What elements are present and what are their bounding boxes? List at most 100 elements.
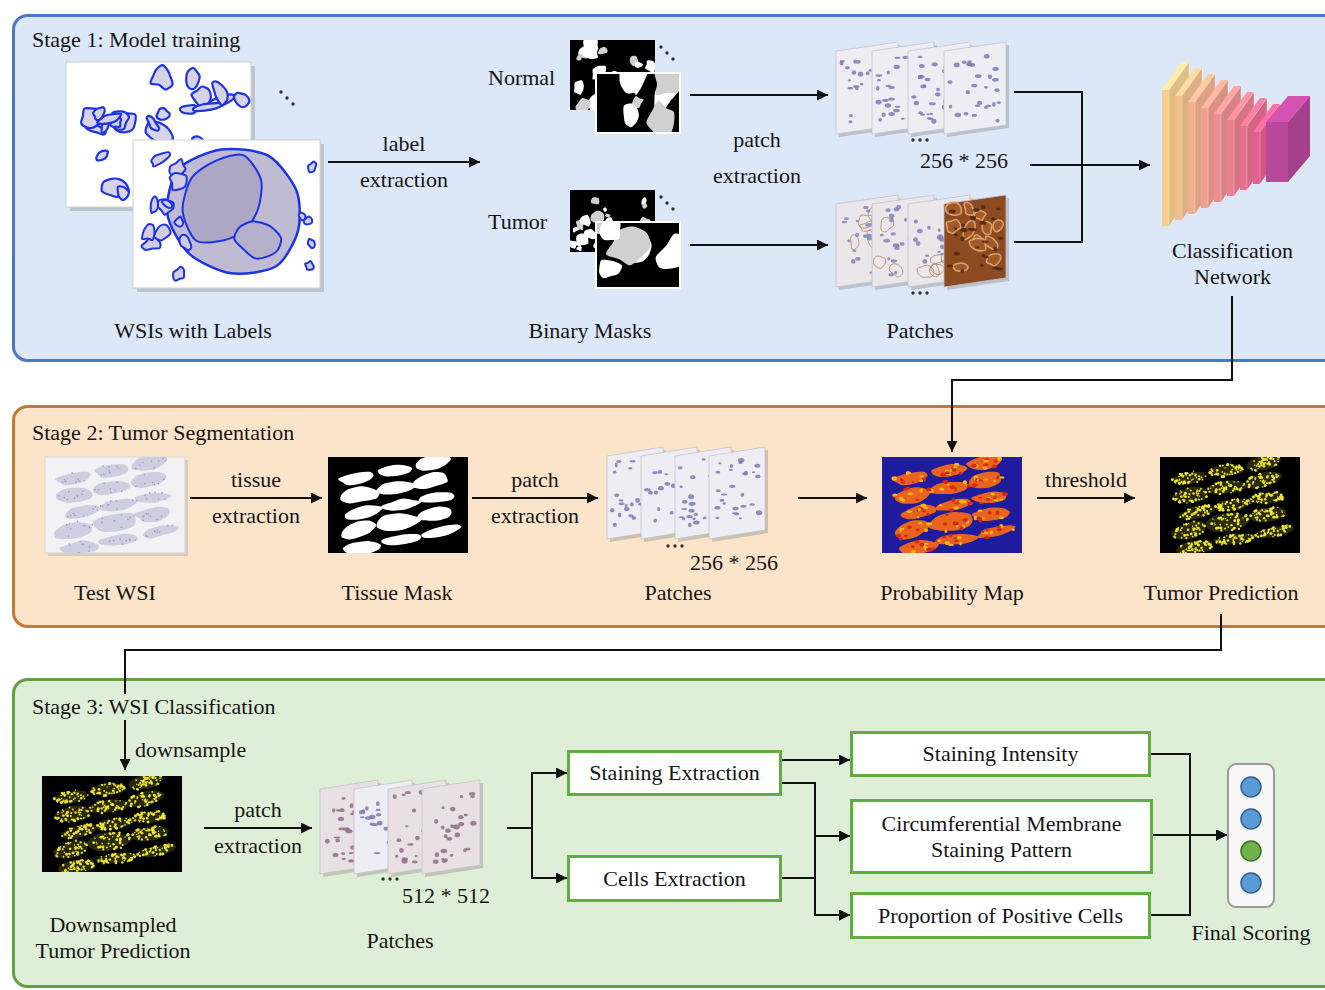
- cell-nucleus: [996, 268, 1003, 271]
- tumor-pixel: [1202, 514, 1204, 516]
- tumor-pixel: [1208, 471, 1211, 474]
- tumor-pixel: [1275, 528, 1276, 529]
- tumor-pixel: [1284, 531, 1286, 533]
- tumor-pixel: [75, 831, 77, 833]
- cell-nucleus: [325, 839, 330, 844]
- tumor-pixel: [123, 787, 125, 789]
- cell-nucleus: [893, 109, 900, 113]
- tumor-pixel: [1186, 534, 1188, 536]
- cell-nucleus: [453, 825, 460, 830]
- cell-nucleus: [866, 72, 870, 76]
- tumor-pixel: [1268, 493, 1271, 496]
- cell-nucleus: [882, 99, 889, 102]
- tumor-pixel: [1236, 537, 1238, 539]
- tissue-band: [129, 776, 164, 789]
- annotation-outline: [151, 197, 158, 213]
- tumor-pixel: [1255, 469, 1257, 471]
- cell-dot: [147, 513, 149, 515]
- tumor-pixel: [1192, 536, 1194, 538]
- tumor-pixel: [1259, 510, 1261, 512]
- probability-spot: [903, 488, 908, 491]
- tumor-pixel: [1205, 495, 1208, 498]
- tumor-pixel: [1186, 518, 1188, 520]
- tumor-pixel: [78, 800, 80, 802]
- tumor-pixel: [1263, 465, 1266, 468]
- cell-nucleus: [975, 74, 982, 78]
- tumor-pixel: [1238, 501, 1240, 503]
- cell-nucleus: [842, 221, 847, 224]
- cell-dot: [135, 486, 137, 488]
- cell-nucleus: [343, 827, 350, 831]
- tumor-pixel: [1234, 467, 1237, 470]
- tumor-pixel: [71, 827, 73, 829]
- tumor-pixel: [92, 787, 94, 789]
- cell-dot: [126, 540, 128, 542]
- tumor-pixel: [1277, 507, 1278, 508]
- cell-nucleus: [925, 254, 929, 257]
- annotation-outline: [162, 200, 172, 208]
- tumor-pixel: [80, 797, 83, 800]
- cell-nucleus: [954, 252, 960, 255]
- tumor-pixel: [92, 806, 93, 807]
- tumor-pixel: [1192, 492, 1194, 494]
- tumor-pixel: [1237, 520, 1239, 522]
- tumor-pixel: [1250, 498, 1252, 500]
- tumor-pixel: [1206, 513, 1208, 515]
- cell-nucleus: [338, 817, 344, 821]
- probability-spot: [982, 467, 987, 470]
- tumor-pixel: [1221, 471, 1223, 473]
- tumor-pixel: [1226, 519, 1228, 521]
- tumor-pixel: [1183, 524, 1185, 526]
- tumor-pixel: [142, 780, 145, 783]
- layer-face: [1175, 96, 1182, 220]
- tumor-pixel: [73, 819, 76, 822]
- cell-nucleus: [922, 259, 927, 264]
- cell-nucleus: [937, 234, 943, 238]
- probability-spot: [953, 466, 957, 469]
- tumor-pixel: [143, 776, 145, 777]
- tumor-pixel: [88, 815, 90, 817]
- tissue-band: [892, 472, 927, 486]
- cell-nucleus: [894, 207, 900, 211]
- cell-dot: [89, 546, 91, 548]
- annotation-outline: [234, 93, 249, 108]
- cell-nucleus: [966, 63, 973, 67]
- tumor-pixel: [1241, 534, 1244, 537]
- cell-dot: [78, 552, 80, 553]
- tumor-pixel: [80, 794, 82, 796]
- probability-spot: [954, 463, 959, 466]
- annotation-outline: [97, 114, 121, 124]
- cell-dot: [102, 465, 104, 467]
- cell-dot: [142, 520, 144, 522]
- cell-nucleus: [465, 848, 470, 851]
- tumor-pixel: [1196, 481, 1198, 483]
- tumor-pixel: [1289, 525, 1291, 527]
- tumor-pixel: [1240, 506, 1242, 508]
- cell-dot: [110, 500, 112, 502]
- tumor-pixel: [1264, 480, 1266, 482]
- cell-nucleus: [984, 86, 988, 89]
- tumor-pixel: [1265, 519, 1267, 521]
- tumor-pixel: [1258, 461, 1260, 463]
- cell-dot: [83, 515, 85, 517]
- cell-dot: [81, 494, 83, 496]
- cell-dot: [172, 524, 174, 526]
- probability-spot: [992, 465, 997, 469]
- mask-region: [645, 60, 655, 73]
- tumor-pixel: [1251, 536, 1254, 539]
- cell-dot: [102, 517, 104, 519]
- cell-nucleus: [939, 239, 944, 241]
- cell-nucleus: [469, 792, 475, 795]
- tumor-pixel: [1263, 511, 1264, 512]
- tumor-pixel: [1175, 492, 1177, 494]
- tumor-pixel: [1196, 541, 1199, 544]
- cell-nucleus: [618, 499, 623, 501]
- probability-spot: [968, 501, 974, 504]
- probability-spot: [978, 510, 983, 512]
- membrane-stain: [858, 215, 872, 228]
- cell-dot: [70, 515, 72, 517]
- layer-face: [1240, 126, 1247, 190]
- tumor-pixel: [115, 824, 117, 826]
- tumor-pixel: [57, 811, 59, 813]
- tumor-pixel: [153, 794, 156, 797]
